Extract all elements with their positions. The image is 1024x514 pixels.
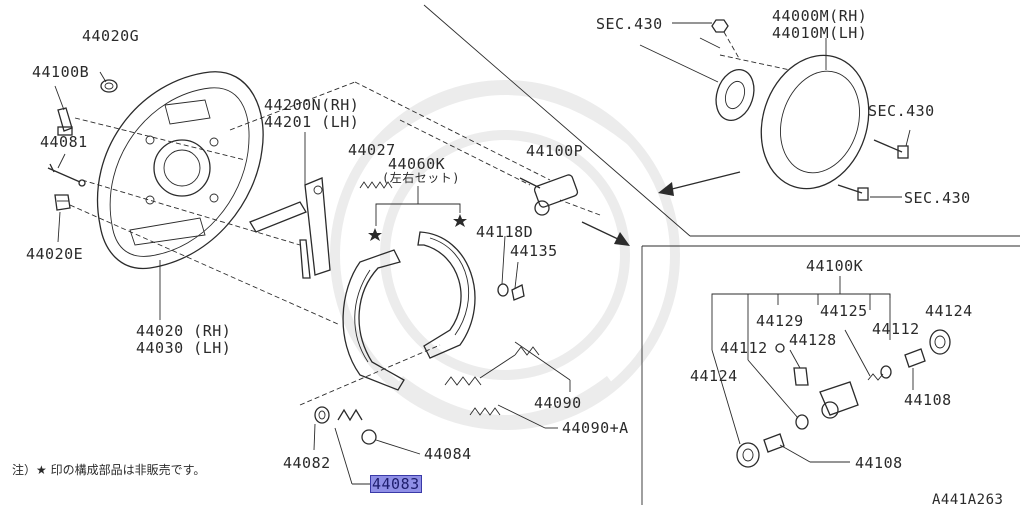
label-44083-highlighted[interactable]: 44083 (370, 475, 422, 493)
label-44128[interactable]: 44128 (789, 331, 837, 349)
cylinder-exploded-icon (711, 276, 951, 468)
label-shoe-set-note: (左右セット) (382, 171, 460, 185)
label-44135[interactable]: 44135 (510, 242, 558, 260)
return-spring-44090-icon (444, 346, 540, 386)
brake-shoe-icon (417, 231, 476, 359)
label-drum-rh[interactable]: 44000M(RH) (772, 7, 868, 25)
label-44082[interactable]: 44082 (283, 454, 331, 472)
pin-icon (47, 163, 86, 187)
label-44090[interactable]: 44090 (534, 394, 582, 412)
label-cylinder-assy[interactable]: 44100K (806, 257, 864, 275)
arrow-icon (658, 171, 741, 196)
parking-lever-icon (249, 177, 331, 279)
label-44108-right[interactable]: 44108 (904, 391, 952, 409)
label-sec430-mid[interactable]: SEC.430 (868, 102, 935, 120)
label-44084[interactable]: 44084 (424, 445, 472, 463)
label-44108-left[interactable]: 44108 (855, 454, 903, 472)
label-44090a[interactable]: 44090+A (562, 419, 629, 437)
label-drum-lh[interactable]: 44010M(LH) (772, 24, 868, 42)
label-44125[interactable]: 44125 (820, 302, 868, 320)
label-44020e[interactable]: 44020E (26, 245, 84, 263)
label-lever-rh[interactable]: 44200N(RH) (264, 96, 360, 114)
watermark (330, 80, 680, 430)
label-44118d[interactable]: 44118D (476, 223, 534, 241)
label-44124-left[interactable]: 44124 (690, 367, 738, 385)
assembly-lines (69, 81, 601, 406)
star-mark-icon (453, 214, 467, 227)
label-44112-right[interactable]: 44112 (872, 320, 920, 338)
star-mark-icon (368, 228, 382, 241)
label-plate-lh[interactable]: 44030 (LH) (136, 339, 232, 357)
label-44027[interactable]: 44027 (348, 141, 396, 159)
drum-bolt-icon (837, 184, 902, 201)
clip-44118d-icon (497, 283, 509, 297)
label-sec430-top[interactable]: SEC.430 (596, 15, 663, 33)
label-44020g[interactable]: 44020G (82, 27, 140, 45)
label-shoe-set[interactable]: 44060K (388, 155, 446, 173)
arrow-icon (581, 221, 630, 246)
label-44124-right[interactable]: 44124 (925, 302, 973, 320)
label-44100b[interactable]: 44100B (32, 63, 90, 81)
label-44129[interactable]: 44129 (756, 312, 804, 330)
leader-lines (54, 71, 571, 485)
wheel-cylinder-icon (519, 174, 579, 216)
clip-44135-icon (511, 284, 525, 301)
backing-plate-icon (96, 71, 264, 270)
label-plate-rh[interactable]: 44020 (RH) (136, 322, 232, 340)
grommet-icon (100, 79, 118, 93)
drum-bolt-icon (873, 129, 911, 159)
footnote: 注）★ 印の構成部品は非販売です。 (12, 463, 206, 477)
section-borders (423, 4, 1020, 505)
brake-shoe-icon (342, 249, 405, 391)
diagram-code: A441A263 (932, 492, 1004, 508)
label-lever-lh[interactable]: 44201 (LH) (264, 113, 360, 131)
spring-44027-icon (359, 181, 393, 189)
label-44081[interactable]: 44081 (40, 133, 88, 151)
plug-icon (54, 194, 71, 211)
drum-assembly-icon (639, 19, 870, 190)
return-spring-44090a-icon (469, 407, 501, 416)
hold-down-parts-icon (314, 406, 377, 445)
label-sec430-bot[interactable]: SEC.430 (904, 189, 971, 207)
label-44112-left[interactable]: 44112 (720, 339, 768, 357)
bleeder-bolt-icon (57, 107, 73, 136)
label-44100p[interactable]: 44100P (526, 142, 584, 160)
